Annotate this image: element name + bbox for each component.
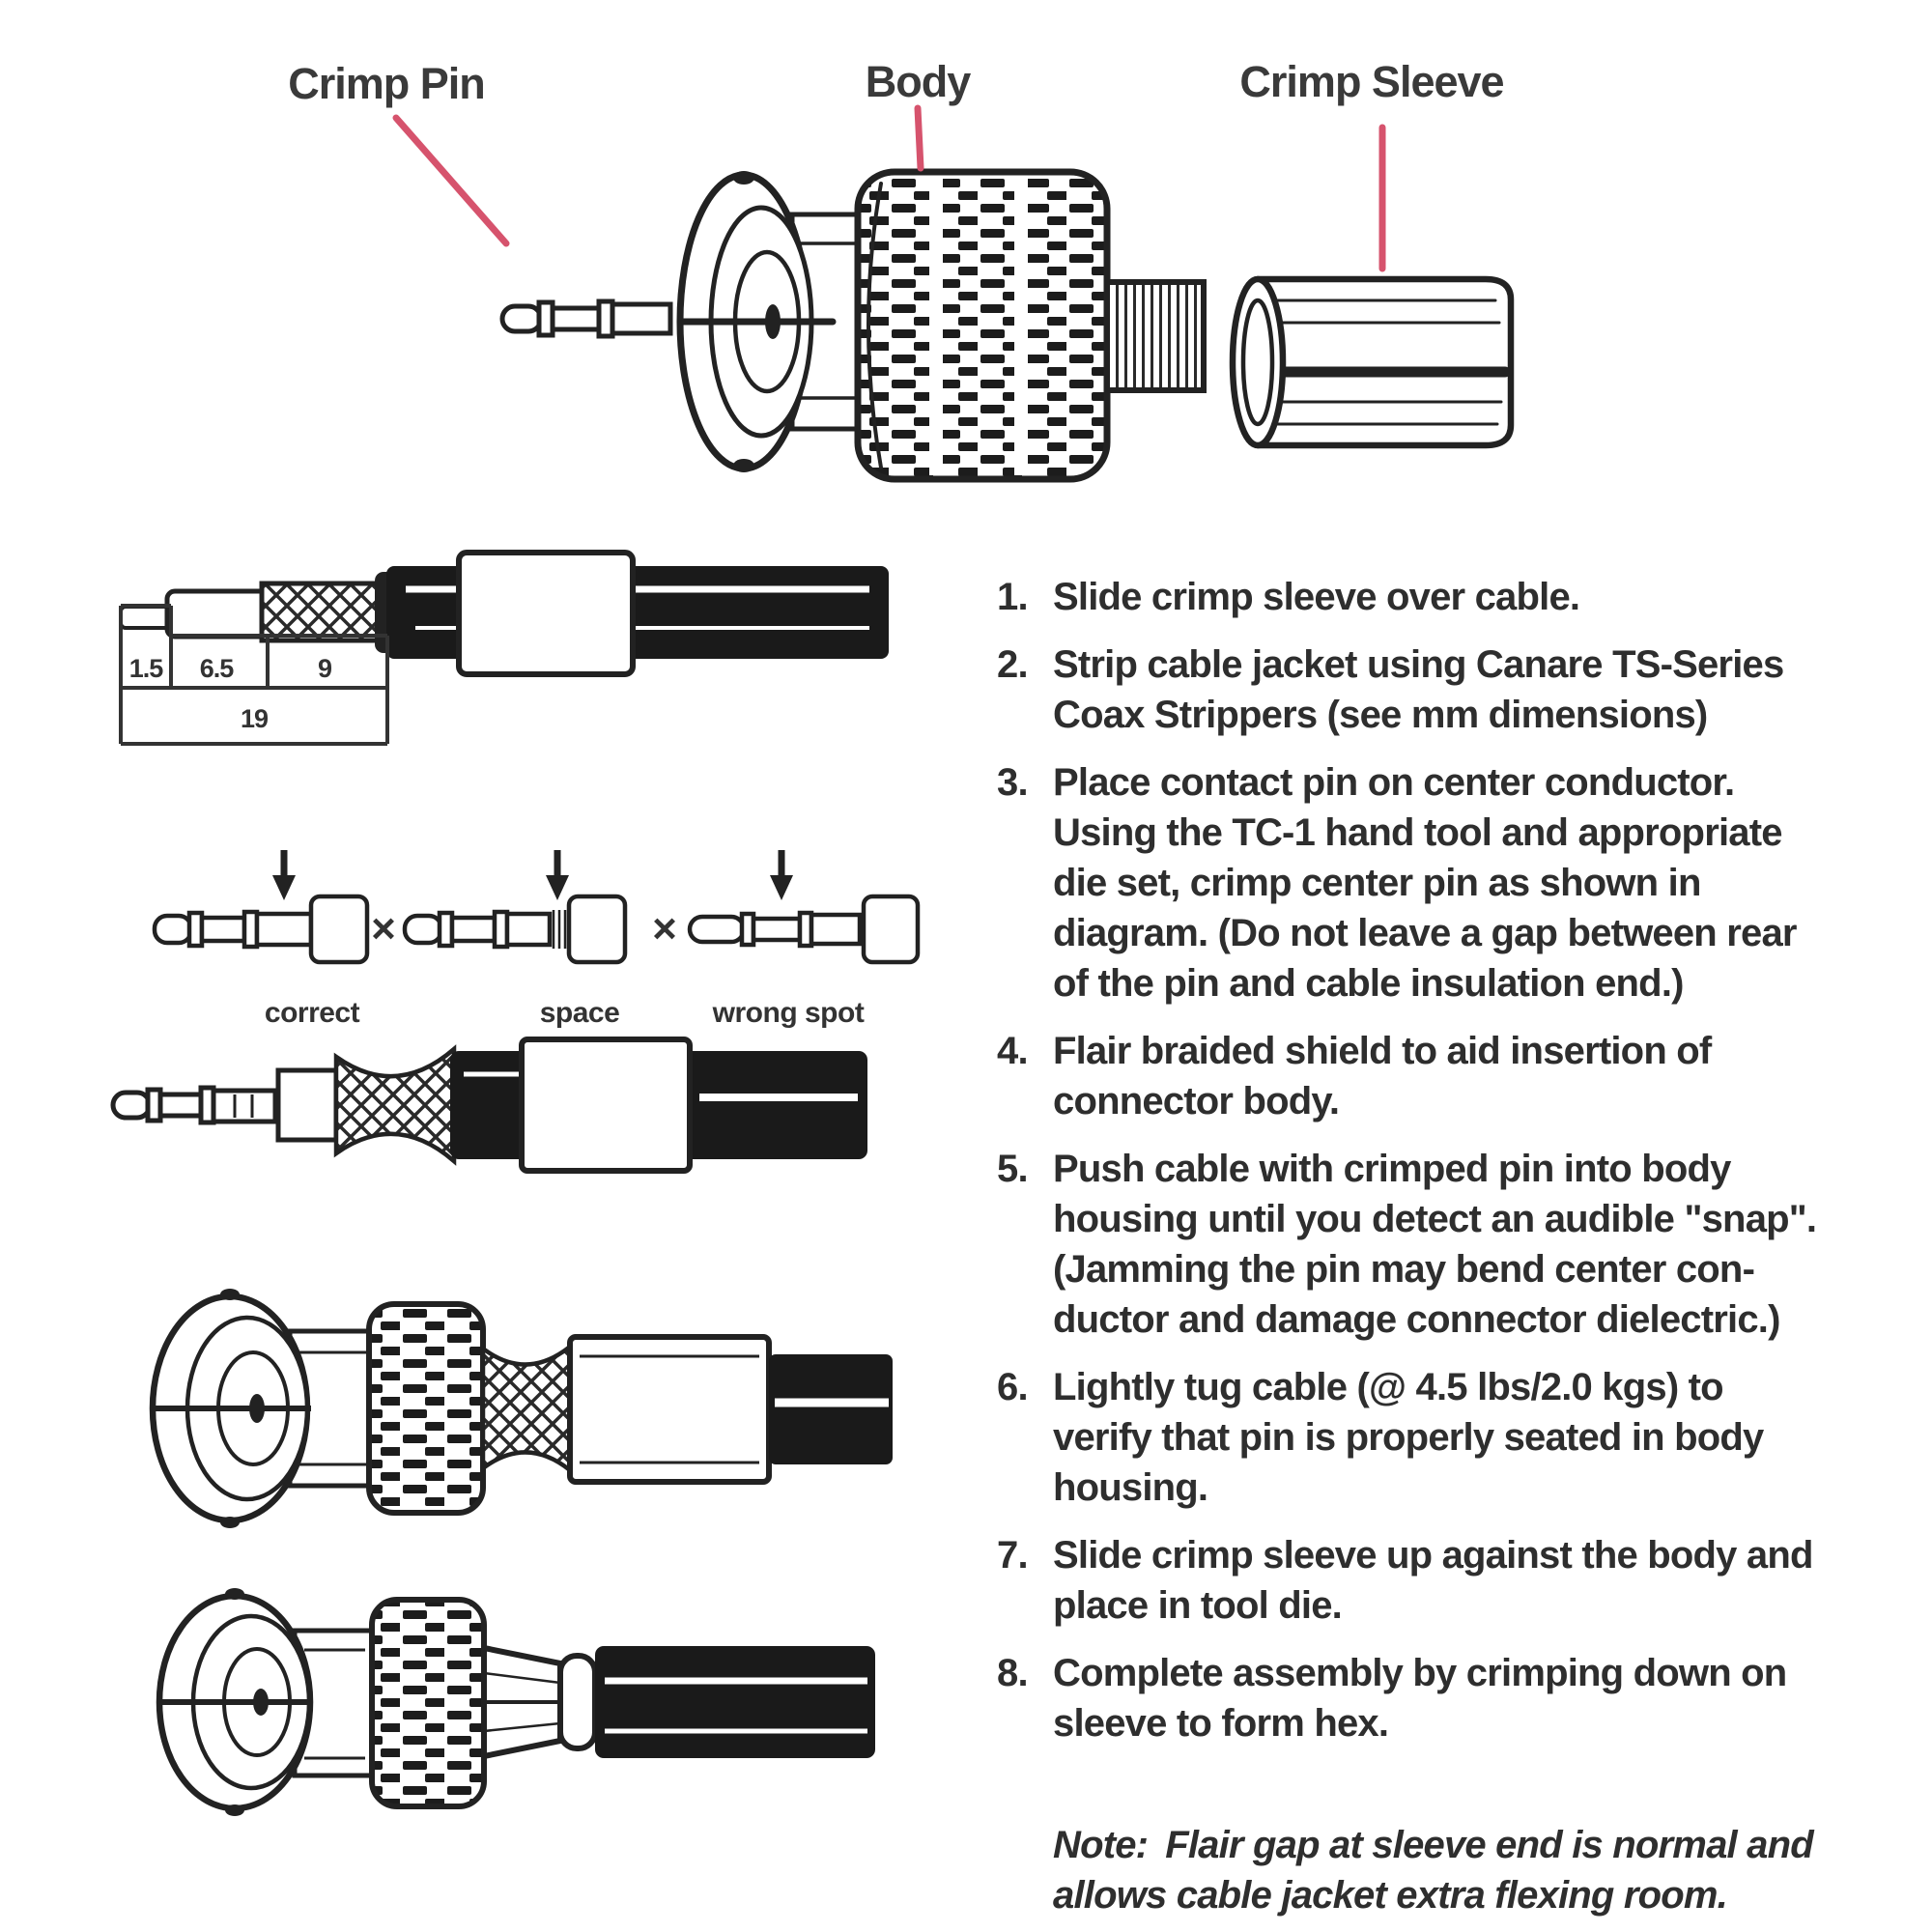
note-label: Note: (1053, 1824, 1149, 1866)
instruction-number: 8. (997, 1652, 1029, 1694)
instruction-text: Lightly tug cable (@ 4.5 lbs/2.0 kgs) to… (1053, 1366, 1764, 1509)
crimp-pin-leader-line (392, 114, 510, 247)
completed-assembly-drawing (156, 1588, 875, 1816)
flared-shield-drawing (110, 1037, 867, 1174)
body-leader-line (914, 104, 924, 172)
instruction-item: 1. Slide crimp sleeve over cable. (997, 572, 1851, 622)
flared-braid (333, 1044, 457, 1166)
instruction-text: Strip cable jacket using Canare TS-Serie… (1053, 643, 1784, 736)
instruction-item: 5. Push cable with crimped pin into body… (997, 1144, 1851, 1345)
instruction-text: Complete assembly by crimping down on sl… (1053, 1652, 1787, 1745)
instruction-number: 3. (997, 761, 1029, 804)
instruction-text: Push cable with crimped pin into body ho… (1053, 1148, 1817, 1341)
dielectric (164, 588, 270, 639)
dim-segment-1: 1.5 (129, 654, 164, 683)
instruction-text: Flair braided shield to aid insertion of… (1053, 1030, 1712, 1122)
dim-segment-2: 6.5 (200, 654, 235, 683)
instruction-number: 2. (997, 643, 1029, 686)
exploded-view-drawing (499, 168, 1515, 483)
insulation-end (275, 1067, 339, 1143)
body-label: Body (866, 57, 971, 106)
label-space: space (540, 997, 620, 1029)
instruction-number: 6. (997, 1366, 1029, 1408)
instruction-steps: 1. Slide crimp sleeve over cable. 2. Str… (997, 572, 1851, 1748)
braided-shield (259, 581, 381, 643)
body-inserted-drawing (149, 1289, 893, 1528)
down-arrow-icon (770, 850, 793, 900)
crimp-sleeve-label: Crimp Sleeve (1239, 57, 1503, 106)
instruction-item: 8. Complete assembly by crimping down on… (997, 1648, 1851, 1748)
label-wrong-spot: wrong spot (712, 997, 865, 1029)
crimp-pin-label: Crimp Pin (288, 59, 485, 108)
instruction-number: 7. (997, 1534, 1029, 1577)
crimp-sleeve-on-cable (567, 1334, 772, 1485)
cross-mark: × (371, 905, 396, 952)
instruction-item: 4. Flair braided shield to aid insertion… (997, 1026, 1851, 1126)
instruction-number: 4. (997, 1030, 1029, 1072)
pin-space-drawing (402, 850, 628, 965)
label-correct: correct (265, 997, 360, 1029)
leader-lines (392, 104, 1386, 272)
instruction-text: Place contact pin on center conductor. U… (1053, 761, 1797, 1005)
exposed-braid (480, 1342, 573, 1475)
pin-wrong-spot-drawing (687, 850, 921, 965)
cable-jacket (595, 1646, 875, 1758)
instruction-item: 3. Place contact pin on center conductor… (997, 757, 1851, 1009)
note-text: Flair gap at sleeve end is normal and al… (1053, 1824, 1814, 1917)
pin-crimp-guide-drawing: × × correct space wrong spot (152, 850, 921, 1029)
instruction-number: 5. (997, 1148, 1029, 1190)
connector-body-drawing (676, 168, 1207, 483)
instruction-item: 7. Slide crimp sleeve up against the bod… (997, 1530, 1851, 1631)
crimp-pin-drawing (499, 298, 673, 339)
crimp-sleeve-on-cable (456, 550, 636, 677)
dim-overall: 19 (241, 704, 269, 733)
note: Note:Flair gap at sleeve end is normal a… (997, 1770, 1851, 1920)
pin-correct-drawing (152, 850, 370, 965)
stripped-cable-drawing: 1.5 6.5 9 19 (119, 550, 889, 746)
instruction-item: 2. Strip cable jacket using Canare TS-Se… (997, 639, 1851, 740)
instruction-number: 1. (997, 576, 1029, 618)
down-arrow-icon (272, 850, 296, 900)
down-arrow-icon (546, 850, 569, 900)
instruction-text: Slide crimp sleeve up against the body a… (1053, 1534, 1813, 1627)
instruction-list: 1. Slide crimp sleeve over cable. 2. Str… (997, 572, 1851, 1920)
crimp-sleeve-on-cable (519, 1037, 693, 1174)
instruction-item: 6. Lightly tug cable (@ 4.5 lbs/2.0 kgs)… (997, 1362, 1851, 1513)
instruction-text: Slide crimp sleeve over cable. (1053, 576, 1580, 618)
dim-segment-3: 9 (318, 654, 332, 683)
dimension-table (119, 604, 389, 746)
cable-jacket (769, 1354, 893, 1464)
cross-mark: × (652, 905, 677, 952)
crimp-sleeve-drawing (1229, 275, 1515, 449)
